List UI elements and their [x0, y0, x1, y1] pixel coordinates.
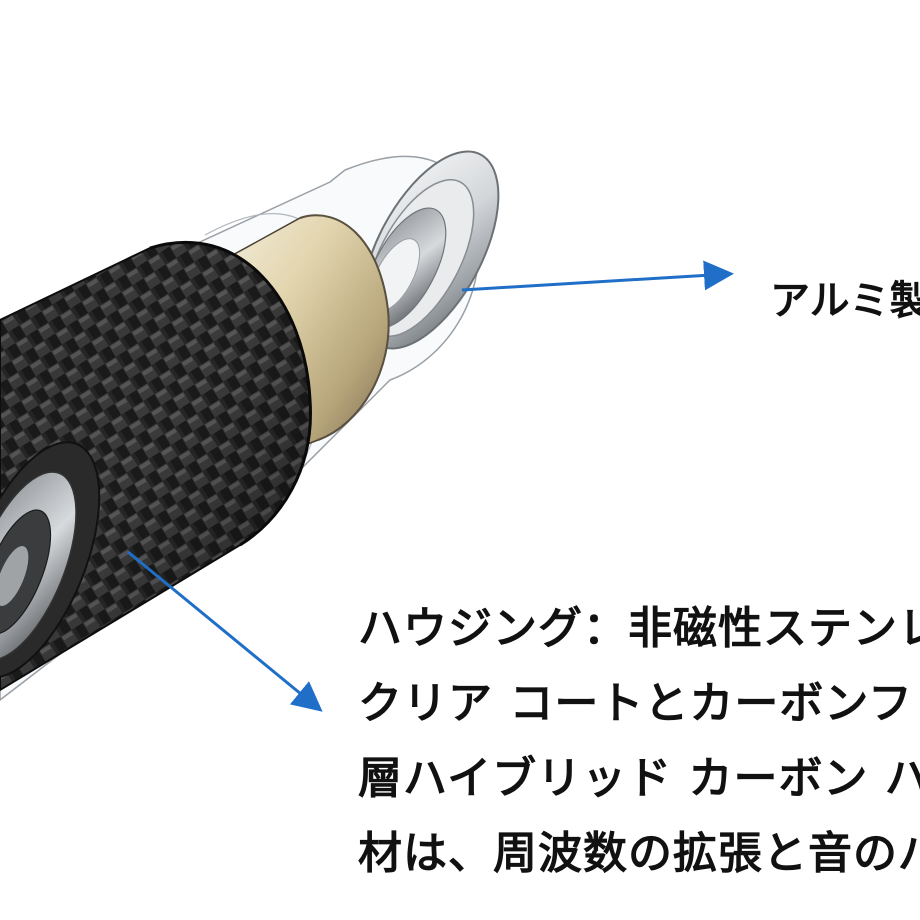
aluminum-label: アルミ製: [770, 278, 920, 324]
description-line-4: 材は、周波数の拡張と音のバ: [358, 828, 920, 879]
description-line-2: クリア コートとカーボンファイ: [358, 678, 920, 729]
arrow-to-aluminum-label: [461, 260, 734, 292]
description-line-3: 層ハイブリッド カーボン ハウ: [358, 753, 920, 804]
description-line-1: ハウジング：非磁性ステンレ: [358, 603, 920, 654]
arrow-to-description: [127, 550, 323, 712]
front-connector-end: [0, 441, 101, 679]
